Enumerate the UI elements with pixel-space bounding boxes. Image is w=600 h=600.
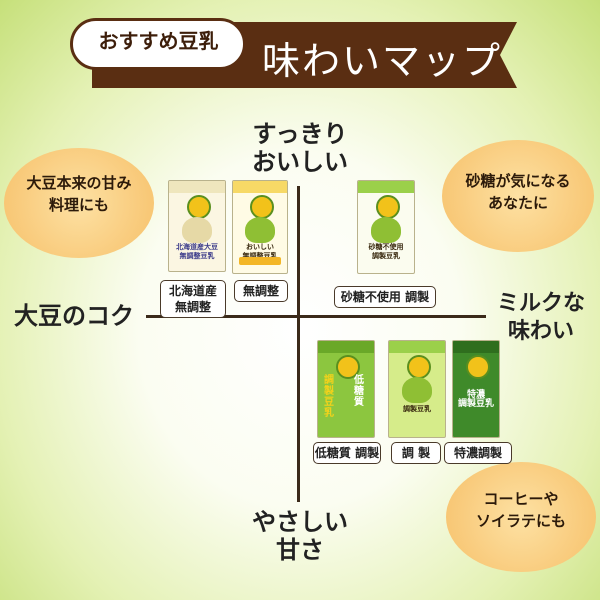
product-carton-teito: 調製豆乳 低糖質 — [317, 340, 375, 438]
product-carton-tokuno: 特濃 調製豆乳 — [452, 340, 500, 438]
page-title: 味わいマップ — [262, 39, 503, 83]
product-label-teito: 低糖質 調製 — [313, 442, 381, 464]
circle-top-left-text: 大豆本来の甘み料理にも — [26, 174, 132, 214]
kikkoman-logo-icon — [250, 195, 274, 219]
product-carton-mucho: おいしい 無調整豆乳 — [232, 180, 288, 274]
horizontal-axis — [146, 315, 486, 318]
kikkoman-logo-icon — [466, 355, 490, 379]
soybean-plant-icon — [371, 217, 401, 243]
axis-top-label: すっきりおいしい — [252, 120, 348, 176]
axis-right-label: ミルクな味わい — [496, 291, 585, 344]
speech-bubble-text: おすすめ豆乳 — [98, 29, 219, 53]
kikkoman-logo-icon — [336, 355, 360, 379]
axis-bottom-label: やさしい甘さ — [252, 508, 348, 564]
vertical-axis — [297, 186, 300, 502]
product-carton-sato: 砂糖不使用 調製豆乳 — [357, 180, 415, 274]
circle-top-right-text: 砂糖が気になるあなたに — [465, 172, 571, 212]
soybean-plant-icon — [402, 377, 432, 403]
product-label-tokuno: 特濃調製 — [444, 442, 512, 464]
product-label-sato: 砂糖不使用 調製 — [334, 286, 436, 308]
product-carton-chosei: 調製豆乳 — [388, 340, 446, 438]
soybean-plant-icon — [245, 217, 275, 243]
kikkoman-logo-icon — [187, 195, 211, 219]
circle-bottom-right — [446, 462, 596, 572]
kikkoman-logo-icon — [407, 355, 431, 379]
product-label-hokkaido: 北海道産無調整 — [160, 280, 226, 318]
soybean-plant-icon — [182, 217, 212, 243]
circle-bottom-right-text: コーヒーやソイラテにも — [475, 490, 566, 530]
kikkoman-logo-icon — [376, 195, 400, 219]
axis-left-label: 大豆のコク — [14, 302, 134, 330]
product-label-mucho: 無調整 — [234, 280, 288, 302]
speech-bubble — [70, 18, 246, 70]
circle-top-left — [4, 148, 154, 258]
product-carton-hokkaido: 北海道産大豆 無調整豆乳 — [168, 180, 226, 272]
circle-top-right — [442, 140, 594, 252]
product-label-chosei: 調 製 — [391, 442, 441, 464]
